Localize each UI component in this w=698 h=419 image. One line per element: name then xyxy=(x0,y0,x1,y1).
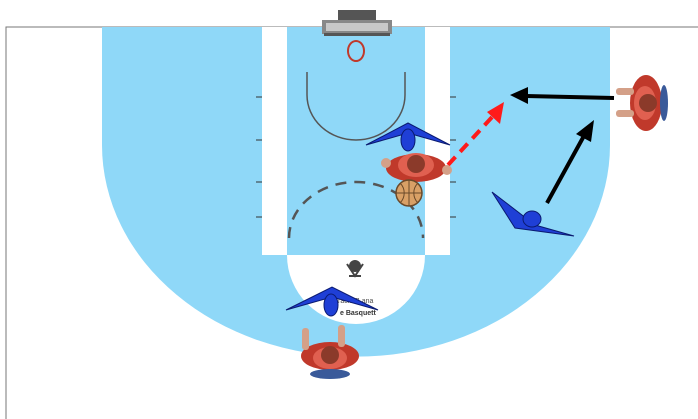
player-right xyxy=(616,75,668,131)
defender-marker-top xyxy=(365,122,451,152)
federation-logo-icon xyxy=(346,260,364,278)
lane-hash-marks xyxy=(256,96,456,218)
basketball-icon xyxy=(395,179,423,207)
pass-arrow xyxy=(446,102,504,167)
lane-border-left xyxy=(262,27,287,255)
restricted-area-arc xyxy=(306,72,406,141)
free-throw-circle xyxy=(287,255,425,324)
hoop-icon xyxy=(322,10,392,62)
defender-marker-bottom xyxy=(285,286,379,317)
player-with-ball xyxy=(381,153,452,182)
movement-arrow-cut xyxy=(545,120,594,204)
player-bottom xyxy=(301,325,359,379)
movement-arrow-left xyxy=(510,87,615,104)
logo-text-line2: e Basquett xyxy=(340,310,376,317)
defender-marker-wing xyxy=(491,191,575,237)
free-throw-dashed-arc xyxy=(287,180,425,239)
